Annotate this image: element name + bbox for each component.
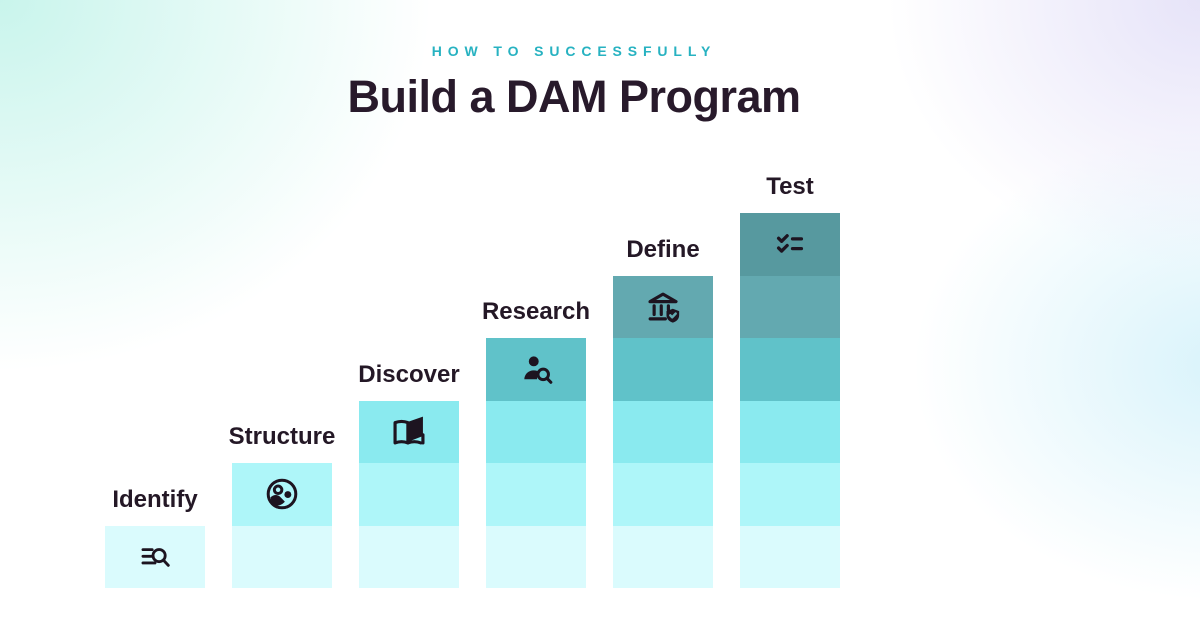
step-segment-level-1 <box>613 525 713 588</box>
step-label-row: Identify <box>105 485 205 515</box>
step-segment-level-2 <box>740 463 840 526</box>
step-label-row: Define <box>613 235 713 265</box>
eyebrow-text: HOW TO SUCCESSFULLY <box>431 43 717 59</box>
step-segment-level-1 <box>232 525 332 588</box>
step-segment-level-3 <box>486 400 586 463</box>
step-label-row: Discover <box>358 360 459 390</box>
step-segment-level-1 <box>105 525 205 588</box>
step-segment-level-5 <box>613 275 713 338</box>
step-column-discover: Discover <box>358 360 460 588</box>
step-segment-level-2 <box>359 463 459 526</box>
step-label: Define <box>626 235 700 263</box>
step-segment-level-2 <box>486 463 586 526</box>
checklist-icon <box>776 234 804 253</box>
step-column-research: Research <box>482 297 590 588</box>
step-segment-level-1 <box>740 525 840 588</box>
step-segment-level-4 <box>486 338 586 401</box>
step-segment-level-4 <box>613 338 713 401</box>
step-segment-level-4 <box>740 338 840 401</box>
step-segment-level-5 <box>740 275 840 338</box>
step-label: Test <box>766 173 814 200</box>
step-segment-level-1 <box>486 525 586 588</box>
step-segment-level-6 <box>740 213 840 276</box>
step-label-row: Research <box>482 297 590 327</box>
user-search-icon <box>524 356 553 385</box>
step-column-identify: Identify <box>105 485 205 588</box>
step-column-test: Test <box>740 172 840 588</box>
step-label: Structure <box>228 423 336 450</box>
step-segment-level-1 <box>359 525 459 588</box>
step-segment-level-2 <box>613 463 713 526</box>
step-label: Discover <box>358 360 460 388</box>
open-book-icon <box>393 416 425 445</box>
bank-shield-icon <box>648 292 680 323</box>
list-search-icon <box>141 547 170 567</box>
page-title: Build a DAM Program <box>347 71 801 122</box>
step-segment-level-3 <box>613 400 713 463</box>
step-label-row: Structure <box>229 422 336 452</box>
step-label-row: Test <box>740 172 840 202</box>
step-segment-level-3 <box>359 400 459 463</box>
header: HOW TO SUCCESSFULLY Build a DAM Program <box>0 42 1148 122</box>
step-column-structure: Structure <box>229 422 336 588</box>
step-segment-level-2 <box>232 463 332 526</box>
step-label: Identify <box>112 485 198 513</box>
step-column-define: Define <box>613 235 713 588</box>
step-segment-level-3 <box>740 400 840 463</box>
photo-circle-icon <box>266 478 298 510</box>
step-label: Research <box>481 298 591 325</box>
